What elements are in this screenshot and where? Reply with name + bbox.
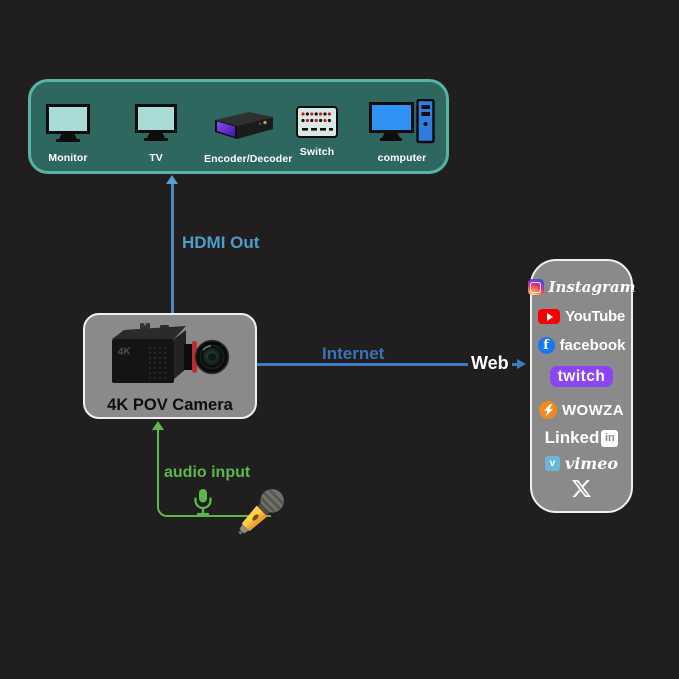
monitor-icon (46, 104, 90, 142)
device-switch: Switch (292, 106, 342, 158)
pov-camera-image: 4K (112, 322, 230, 383)
handheld-microphone-image (238, 485, 288, 535)
hdmi-connection-line (171, 184, 174, 313)
platform-facebook: f facebook (532, 337, 631, 354)
internet-label: Internet (322, 344, 385, 363)
platform-wowza: WOWZA (532, 401, 631, 419)
platform-label: Instagram (548, 278, 636, 296)
platform-label: Linked (544, 428, 600, 447)
vimeo-icon: v (544, 456, 560, 471)
encoder-decoder-icon (215, 112, 273, 139)
device-label: Switch (299, 146, 335, 158)
internet-connection-line (257, 363, 517, 366)
platform-vimeo: v vimeo (532, 454, 631, 473)
tv-icon (135, 104, 177, 141)
device-tv: TV (128, 104, 184, 164)
computer-icon (369, 98, 435, 144)
camera-label: 4K POV Camera (107, 396, 233, 414)
camera-4k-badge: 4K (116, 346, 131, 358)
internet-arrowhead (517, 359, 526, 369)
wowza-icon (539, 401, 557, 419)
streaming-platforms-panel: Instagram YouTube f facebook twitch WOWZ… (527, 259, 636, 513)
audio-connection-line (157, 430, 271, 517)
platform-youtube: YouTube (532, 308, 631, 325)
platform-twitch: twitch (532, 366, 631, 387)
platform-label: vimeo (564, 454, 619, 473)
platform-label: WOWZA (562, 401, 624, 419)
hdmi-arrowhead (166, 175, 178, 184)
hdmi-out-label: HDMI Out (182, 233, 260, 252)
twitch-logo: twitch (549, 366, 614, 387)
platform-linkedin: Linked in (532, 428, 631, 448)
youtube-icon (538, 309, 561, 324)
device-monitor: Monitor (40, 104, 96, 164)
device-encoder-decoder: Encoder/Decoder (204, 108, 293, 165)
audio-input-label: audio input (164, 464, 251, 481)
platform-x (532, 478, 631, 499)
device-label: Encoder/Decoder (204, 153, 293, 165)
audio-arrowhead (152, 421, 164, 430)
device-computer: computer (366, 98, 438, 164)
facebook-icon: f (537, 337, 555, 354)
x-logo-icon (572, 479, 591, 498)
device-label: computer (377, 152, 427, 164)
microphone-glyph-icon (194, 489, 212, 516)
web-label: Web (468, 353, 512, 374)
device-label: TV (149, 152, 163, 164)
instagram-icon (527, 279, 544, 295)
device-label: Monitor (48, 152, 88, 164)
platform-instagram: Instagram (527, 278, 636, 296)
linkedin-in-icon: in (601, 429, 619, 447)
platform-label: facebook (559, 337, 626, 354)
switch-icon (296, 106, 338, 138)
platform-label: YouTube (565, 308, 625, 325)
